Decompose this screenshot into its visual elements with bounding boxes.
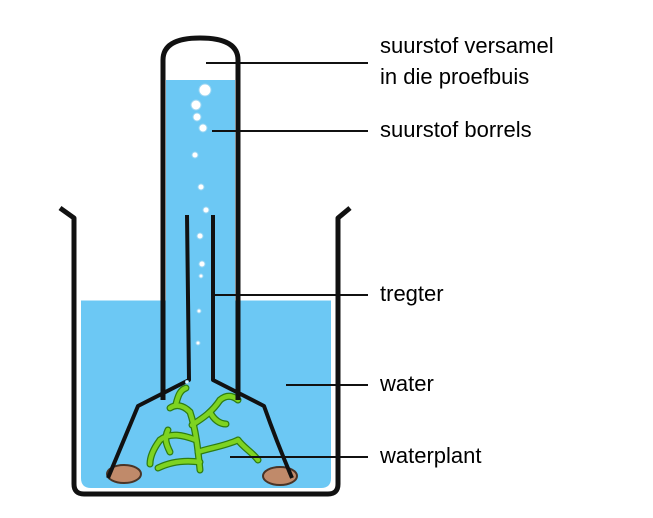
bubble [190,99,202,111]
bubble [192,112,202,122]
test-tube-outline [160,35,241,400]
bubble [196,232,204,240]
plant-branch [173,385,189,407]
plant-branch [235,437,261,463]
plant-branch [195,437,241,455]
label-oxygen-collected-line1: suurstof versamel [380,33,554,58]
bubble [198,83,212,97]
funnel-outline [106,214,294,479]
plant-branch [207,409,229,427]
label-funnel: tregter [380,281,444,306]
plant-branch [189,397,223,428]
bubble [202,206,210,214]
bubble [198,123,208,133]
test-tube-gas-space [166,40,235,80]
waterplant [146,384,262,474]
bubble [198,273,204,279]
plant-branch [157,432,199,443]
oxygen-bubbles [185,83,212,384]
label-oxygen-collected-line2: in die proefbuis [380,64,530,89]
bubble [196,308,202,314]
beaker-outline [58,205,352,497]
plant-branch [147,437,163,467]
bubble [195,340,201,346]
label-water: water [380,371,434,396]
bubble [197,183,205,191]
funnel-water [120,215,280,478]
label-waterplant: waterplant [380,443,482,468]
plant-branch [155,459,203,471]
bubble [185,380,189,384]
plant-branch [167,403,193,415]
bubble [191,151,199,159]
label-oxygen-bubbles: suurstof borrels [380,117,532,142]
plant-branch [163,427,173,455]
left-rock [106,464,142,484]
bubble [198,260,206,268]
